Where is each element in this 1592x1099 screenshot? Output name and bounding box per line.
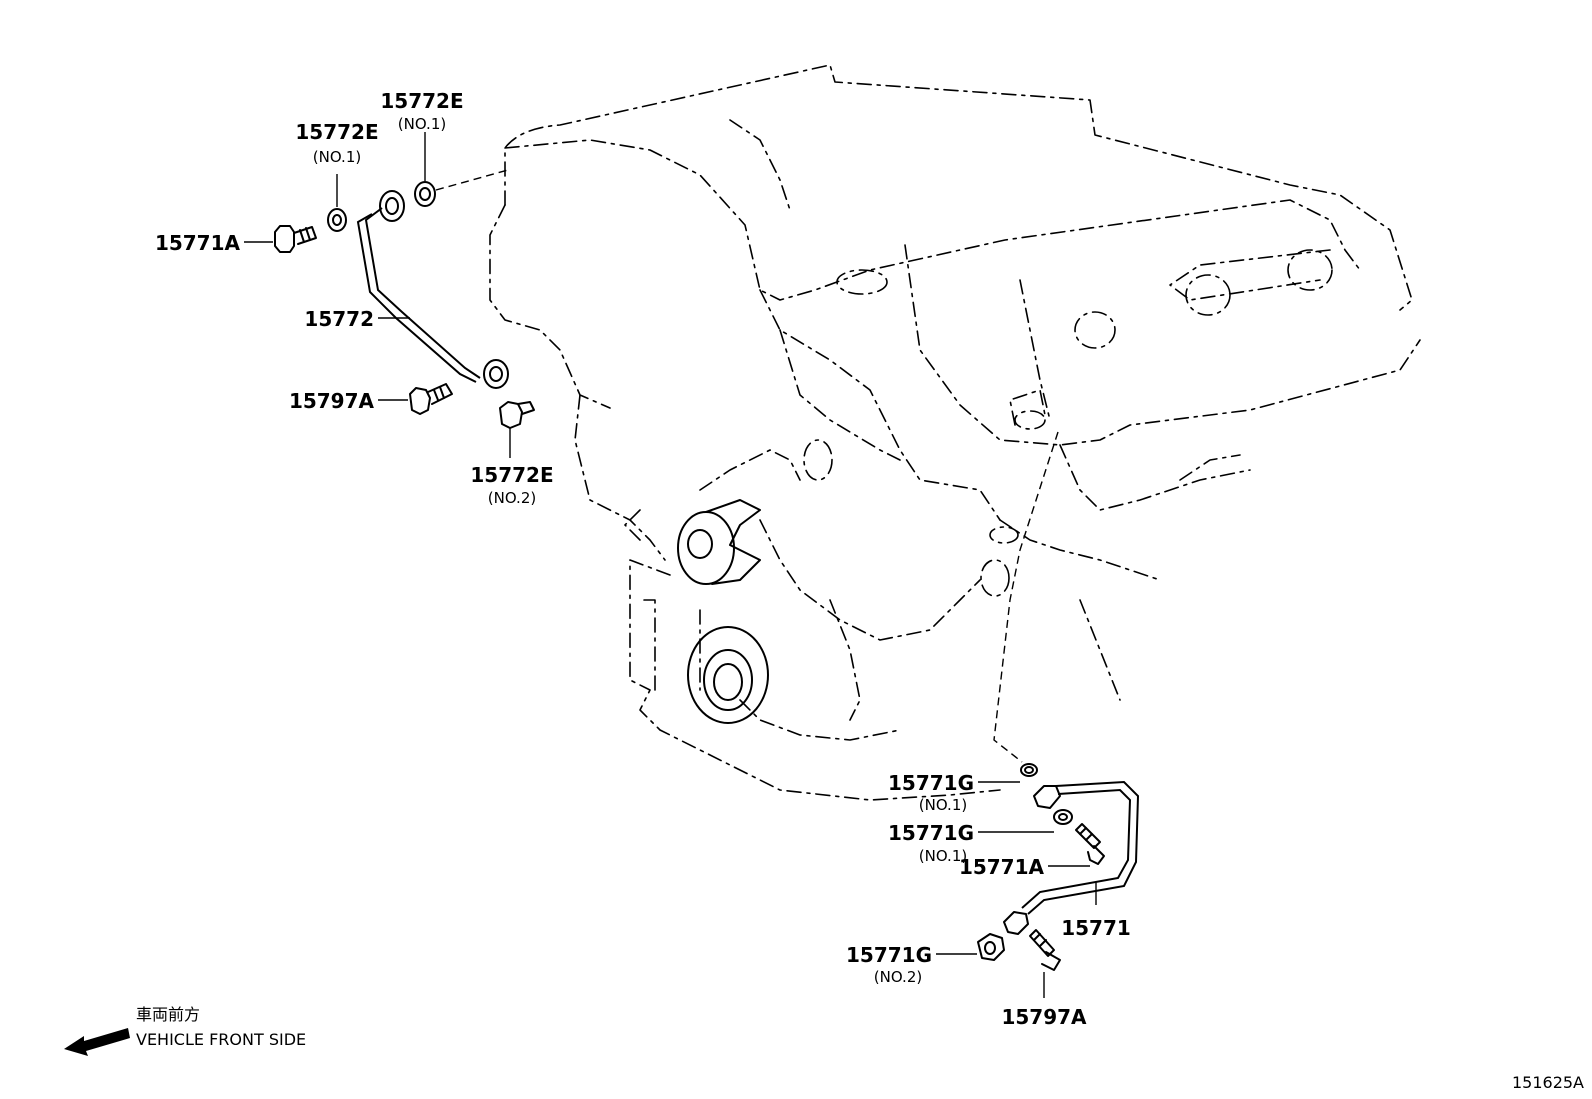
callout-sub-label: (NO.1) (919, 847, 967, 865)
callout-15797a-upper: 15797A (289, 389, 375, 413)
callout-15772e-no1-left: 15772E (NO.1) (295, 120, 378, 166)
alignment-lines (435, 169, 1059, 763)
callout-15772: 15772 (304, 307, 374, 331)
front-label-jp: 車両前方 (136, 1005, 200, 1024)
oil-pipe-15771 (1021, 788, 1132, 909)
pipe-banjo-upper (379, 190, 405, 222)
pipe-fitting-lower (1003, 911, 1029, 935)
bolt-15797a-lower (1029, 929, 1061, 971)
bolt-15771a-lower (1075, 823, 1105, 865)
callout-part-number: 15772E (380, 89, 463, 113)
lower-oil-pipe-assembly (977, 763, 1140, 971)
figure-id: 151625A (1512, 1073, 1584, 1092)
oil-pipe-15772 (364, 207, 481, 379)
bolt-15771a-upper (274, 225, 317, 253)
callout-part-number: 15771G (846, 943, 932, 967)
callout-15771g-no1-mid: 15771G (NO.1) (888, 821, 974, 865)
callout-sub-label: (NO.2) (874, 968, 922, 986)
callout-15771g-no1-top: 15771G (NO.1) (888, 771, 974, 814)
front-arrow-icon (64, 1028, 130, 1056)
callout-15771a-lower: 15771A (959, 855, 1045, 879)
callout-sub-label: (NO.1) (398, 115, 446, 133)
gasket-15772e-left (327, 208, 347, 232)
gasket-15771g-top (1020, 763, 1038, 777)
union-15772e-no2 (499, 401, 535, 429)
callout-15771a-upper: 15771A (155, 231, 241, 255)
front-label-en: VEHICLE FRONT SIDE (136, 1030, 306, 1049)
callout-part-number: 15771G (888, 771, 974, 795)
callout-sub-label: (NO.1) (313, 148, 361, 166)
gasket-15772e-right (414, 181, 436, 207)
callout-15797a-lower: 15797A (1001, 1005, 1087, 1029)
union-15771g-no2 (977, 933, 1005, 961)
upper-oil-pipe-assembly (274, 181, 535, 429)
callout-part-number: 15772E (295, 120, 378, 144)
callout-15772e-no1-right: 15772E (NO.1) (380, 89, 463, 133)
pipe-banjo-lower (483, 359, 509, 389)
callout-15771g-no2: 15771G (NO.2) (846, 943, 932, 986)
callout-part-number: 15771G (888, 821, 974, 845)
engine-outline (489, 64, 1421, 801)
callout-part-number: 15772E (470, 463, 553, 487)
callout-sub-label: (NO.1) (919, 796, 967, 814)
callout-15771: 15771 (1061, 916, 1131, 940)
bolt-15797a-upper (409, 383, 453, 415)
leader-lines (244, 132, 1097, 998)
pipe-fitting-upper (1033, 785, 1061, 809)
gasket-15771g-mid (1053, 809, 1073, 825)
callout-sub-label: (NO.2) (488, 489, 536, 507)
callout-15772e-no2: 15772E (NO.2) (470, 463, 553, 507)
vehicle-front-indicator: 車両前方 VEHICLE FRONT SIDE (64, 1005, 306, 1056)
